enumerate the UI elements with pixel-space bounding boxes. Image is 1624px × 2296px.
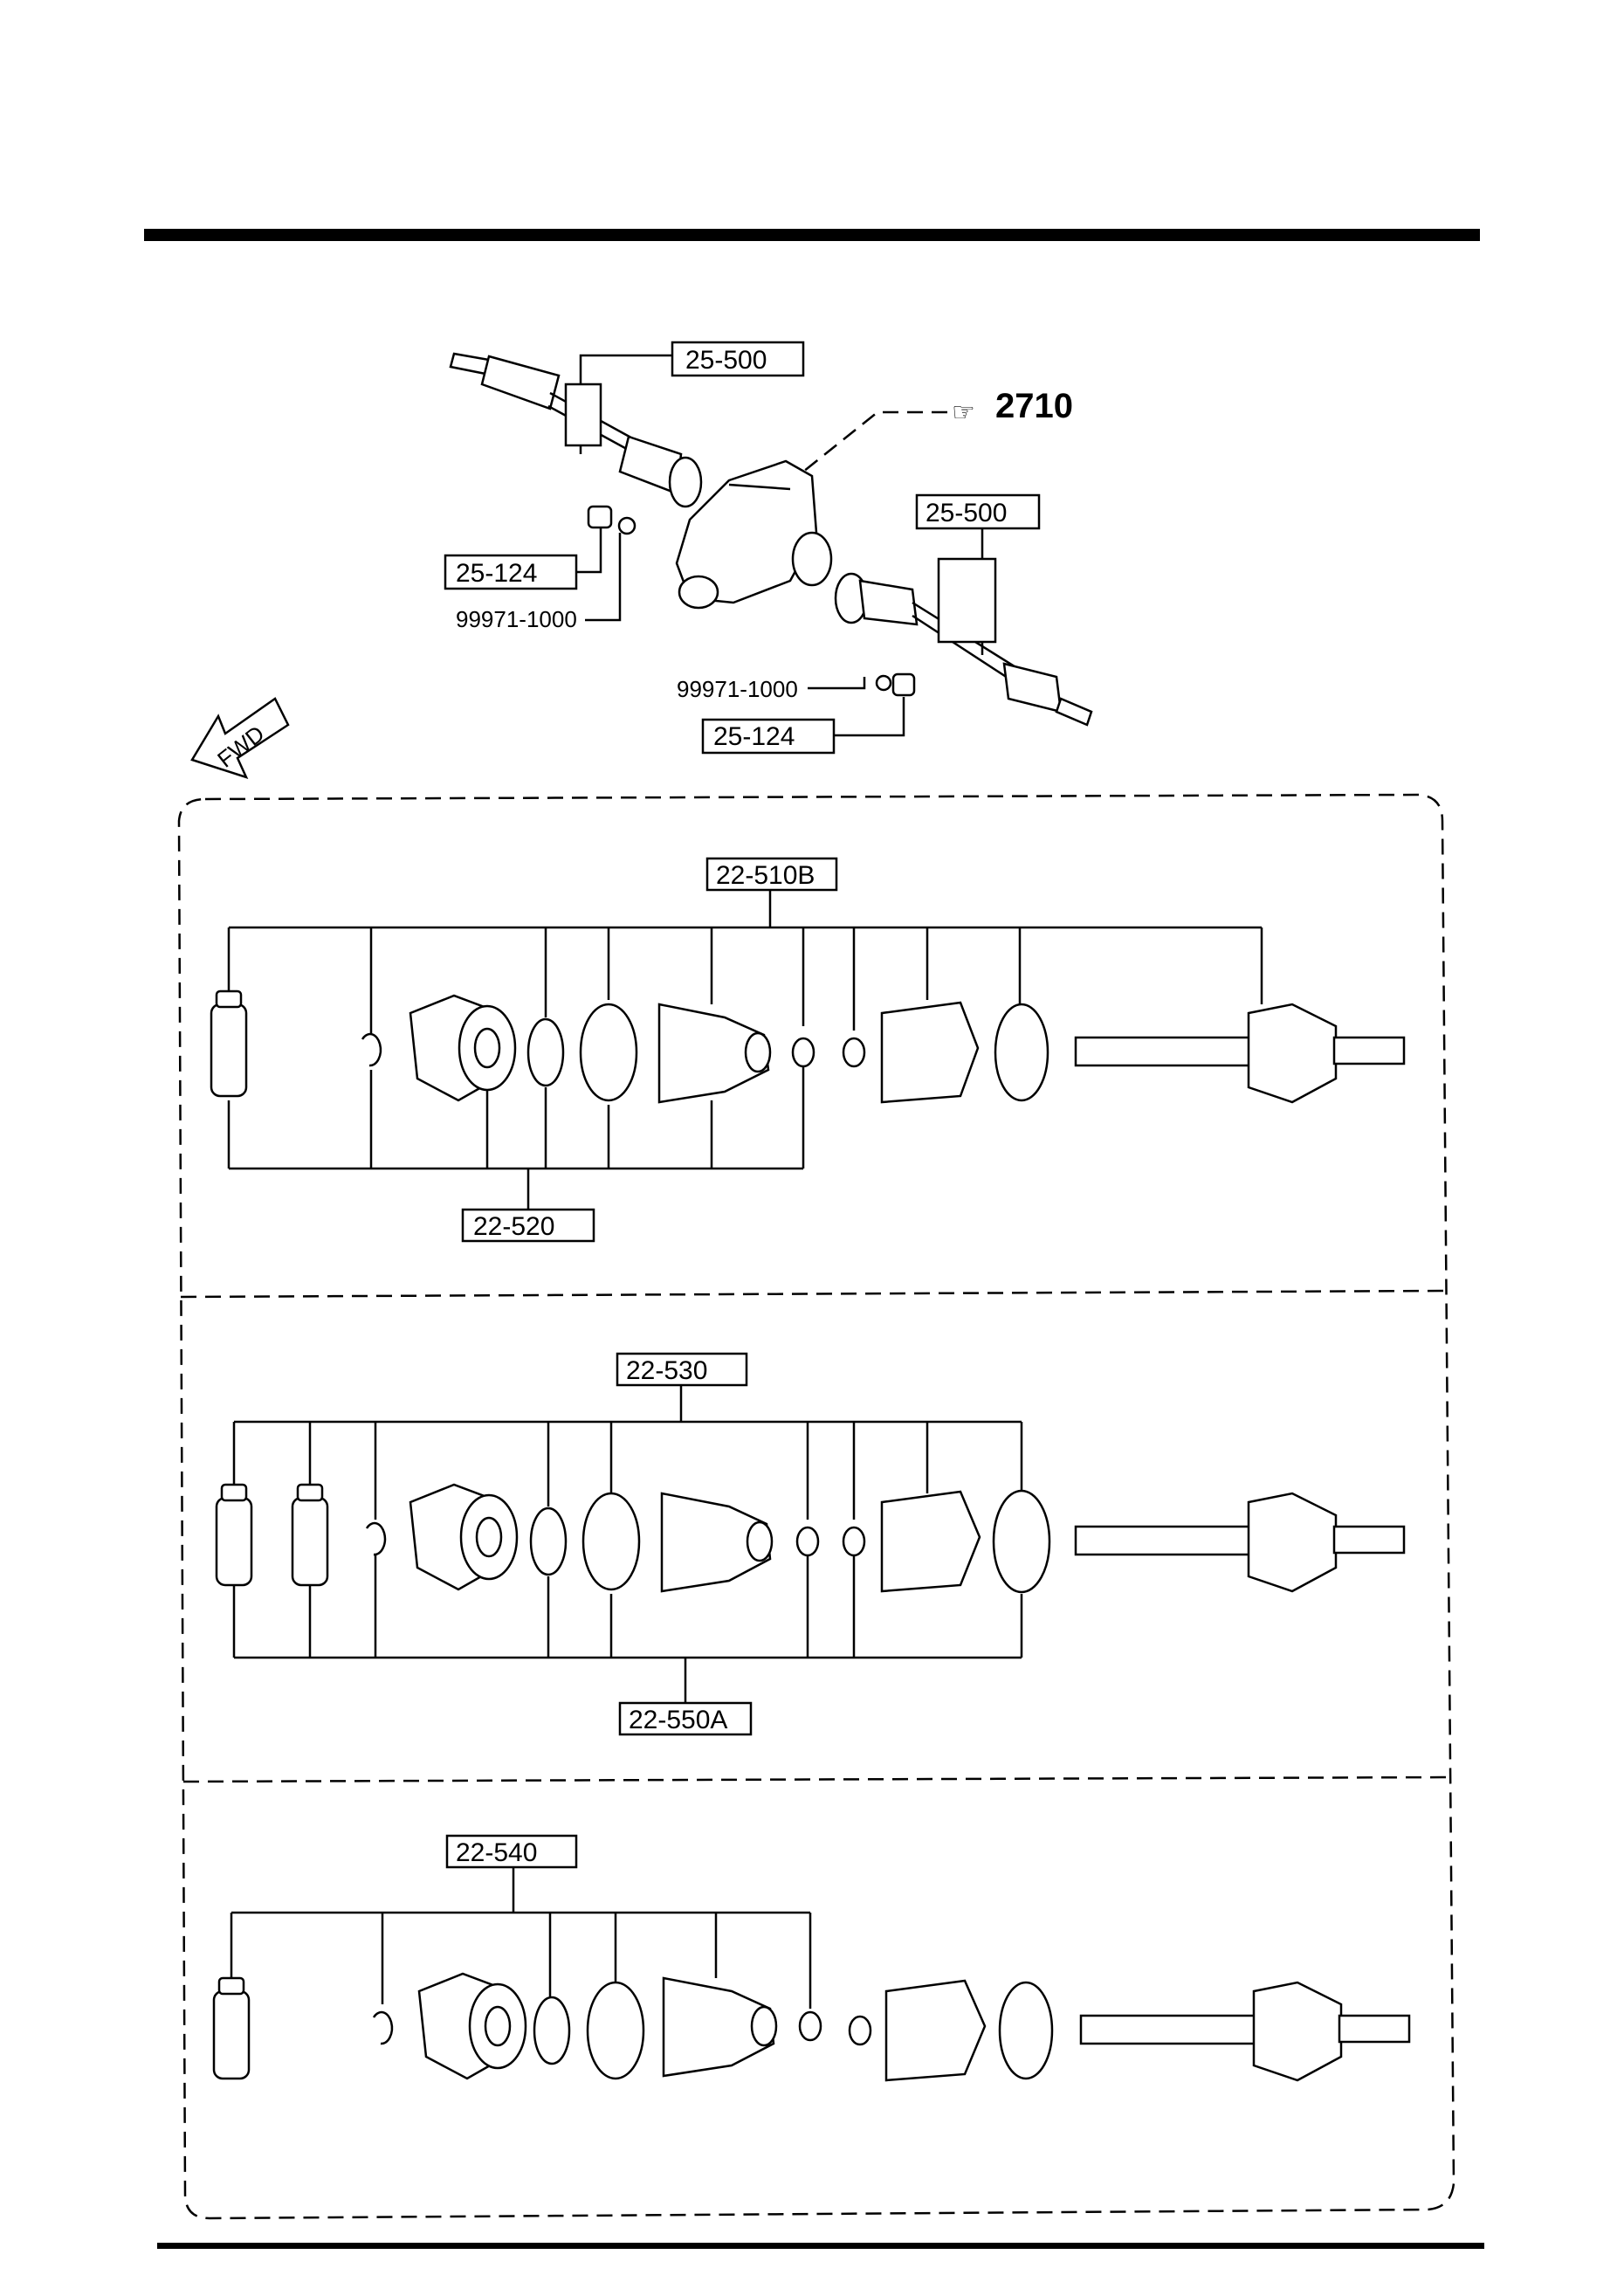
panel-1-bottom-label: 22-520	[473, 1212, 554, 1241]
clip-right-part	[875, 674, 892, 692]
seal-right-label: 25-124	[713, 722, 795, 751]
panel-3-top-label: 22-540	[456, 1838, 537, 1867]
left-drive-shaft	[449, 352, 703, 508]
panel-2-bottom-label: 22-550A	[629, 1706, 727, 1734]
panel-2-top-label: 22-530	[626, 1356, 707, 1385]
seal-left-label: 25-124	[456, 559, 537, 588]
seal-left-part	[587, 505, 613, 529]
panel-22-530: 22-530 22-550A	[215, 1352, 1406, 1736]
shaft-right-label: 25-500	[926, 499, 1007, 527]
right-drive-shaft	[834, 572, 1093, 727]
reference-number: 2710	[995, 387, 1073, 425]
overview-assembly: 25-500 ☞ 2710 25-500 25-124 99971-1000 9…	[444, 341, 1093, 755]
differential-housing	[675, 459, 833, 610]
panel-22-510b: 22-510B 22-520	[210, 857, 1406, 1243]
divider-1	[180, 1289, 1446, 1299]
clip-left-part	[617, 516, 637, 535]
panel-1-top-label: 22-510B	[716, 861, 815, 890]
seal-right-part	[891, 672, 916, 697]
top-rule	[144, 229, 1480, 241]
divider-2	[182, 1775, 1450, 1783]
pointer-hand-icon: ☞	[952, 398, 975, 427]
variants-frame	[177, 793, 1455, 2220]
shaft-left-label: 25-500	[685, 346, 767, 375]
fwd-arrow-icon: FWD	[190, 697, 290, 780]
panel-22-540: 22-540	[212, 1834, 1411, 2082]
clip-right-label: 99971-1000	[677, 676, 798, 702]
clip-left-label: 99971-1000	[456, 606, 577, 632]
bottom-rule	[157, 2243, 1484, 2249]
